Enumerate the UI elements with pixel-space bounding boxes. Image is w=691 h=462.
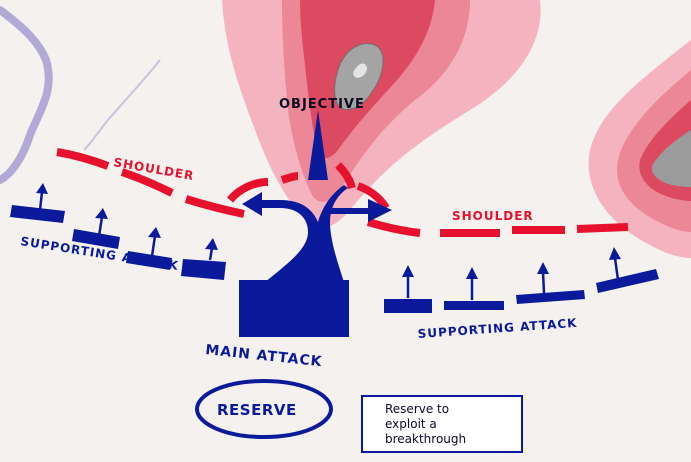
right-unit-1 — [384, 265, 432, 313]
left-unit-1 — [10, 183, 65, 223]
supporting-units-right — [384, 247, 659, 313]
reserve-note-box: Reserve to exploit a breakthrough — [361, 395, 523, 453]
right-unit-2 — [444, 267, 504, 310]
river — [0, 6, 53, 184]
shoulder-line-left — [56, 148, 245, 218]
reserve-note-line-3: breakthrough — [385, 432, 467, 446]
objective-bracket — [226, 162, 390, 211]
right-hill — [588, 40, 691, 258]
left-unit-4 — [181, 238, 226, 280]
reserve-note-line-2: exploit a — [385, 417, 437, 431]
shoulder-line-right — [366, 218, 629, 237]
left-unit-2 — [72, 208, 120, 249]
stream — [83, 59, 161, 151]
supporting-units-left — [10, 183, 226, 280]
left-unit-3 — [126, 227, 172, 270]
reserve-note-line-1: Reserve to — [385, 402, 450, 416]
reserve-label: RESERVE — [217, 401, 297, 419]
right-unit-4 — [596, 247, 659, 293]
reserve-ellipse — [195, 379, 333, 439]
right-unit-3 — [516, 262, 585, 304]
objective-label: OBJECTIVE — [279, 97, 365, 112]
main-attack-symbol — [239, 110, 392, 337]
shoulder-label-right: SHOULDER — [452, 209, 534, 223]
objective-hill — [222, 0, 541, 229]
